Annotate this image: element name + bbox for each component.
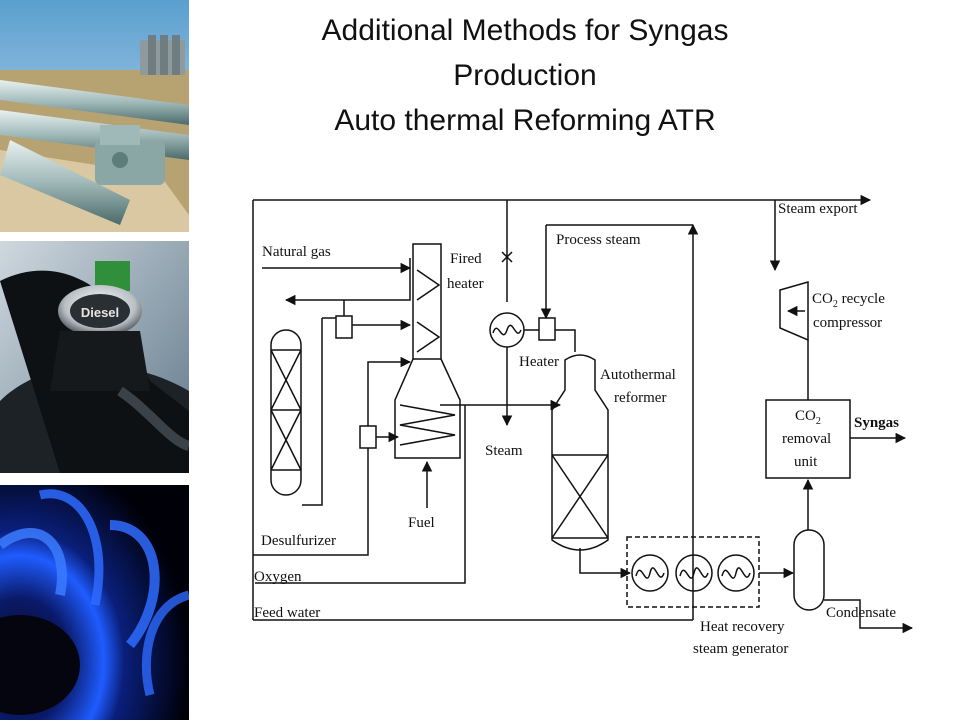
label-compressor: compressor — [813, 315, 882, 331]
hrsg-exchanger-2 — [675, 554, 713, 592]
steam-valve — [501, 251, 513, 263]
label-co2-removal-2: removal — [782, 431, 831, 447]
autothermal-reformer-vessel — [551, 354, 609, 551]
label-co2-removal-3: unit — [794, 454, 818, 470]
label-desulfurizer: Desulfurizer — [261, 533, 336, 549]
image-sidebar: Diesel — [0, 0, 189, 720]
diesel-nozzle-photo: Diesel — [0, 241, 189, 473]
label-reformer: reformer — [614, 390, 666, 406]
fired-heater-box — [394, 358, 461, 459]
label-feed-water: Feed water — [254, 605, 320, 621]
heated-gas-line — [284, 258, 411, 306]
coil-upper — [416, 269, 441, 301]
label-co2-recycle: CO2 recycle — [812, 291, 885, 310]
label-steam: Steam — [485, 443, 523, 459]
sidebar-divider — [189, 0, 192, 720]
coil-lower — [399, 404, 456, 446]
label-process-steam: Process steam — [556, 232, 641, 248]
oxygen-line — [255, 405, 466, 584]
label-steam-export: Steam export — [778, 201, 858, 217]
steam-mixer — [538, 317, 556, 341]
label-oxygen: Oxygen — [254, 569, 302, 585]
mixer-1 — [335, 315, 353, 339]
hrsg-exchanger-3 — [717, 554, 755, 592]
desulfurizer-vessel — [270, 329, 302, 496]
gas-flame-photo — [0, 485, 189, 720]
desulfurizer-outlet — [302, 318, 323, 506]
coil-middle — [416, 321, 441, 353]
mixer-2 — [359, 425, 377, 449]
label-fired-heater-1: Fired — [450, 251, 482, 267]
title-line-2: Production — [453, 59, 597, 92]
condensate-line — [824, 599, 914, 634]
title-line-1: Additional Methods for Syngas — [321, 14, 729, 47]
label-fuel: Fuel — [408, 515, 435, 531]
hrsg-box — [626, 536, 760, 608]
label-co2-removal-1: CO2 — [795, 408, 821, 427]
label-condensate: Condensate — [826, 605, 896, 621]
label-fired-heater-2: heater — [447, 276, 484, 292]
label-hrsg-2: steam generator — [693, 641, 788, 657]
title-line-3: Auto thermal Reforming ATR — [334, 104, 716, 137]
knockout-drum — [793, 529, 825, 611]
label-autothermal: Autothermal — [600, 367, 676, 383]
label-heater: Heater — [519, 354, 559, 370]
atr-process-diagram: Steam export Natural gas Fired heater Pr… — [252, 194, 914, 657]
slide-title: Additional Methods for Syngas Production… — [200, 8, 850, 143]
hrsg-exchanger-1 — [631, 554, 669, 592]
nozzle-label: Diesel — [81, 305, 119, 320]
fired-heater-stack — [412, 243, 442, 360]
reformer-outlet — [579, 548, 632, 579]
label-syngas: Syngas — [854, 415, 899, 431]
label-hrsg-1: Heat recovery — [700, 619, 785, 635]
label-natural-gas: Natural gas — [262, 244, 331, 260]
pipeline-photo — [0, 0, 189, 232]
co2-compressor — [779, 281, 809, 342]
